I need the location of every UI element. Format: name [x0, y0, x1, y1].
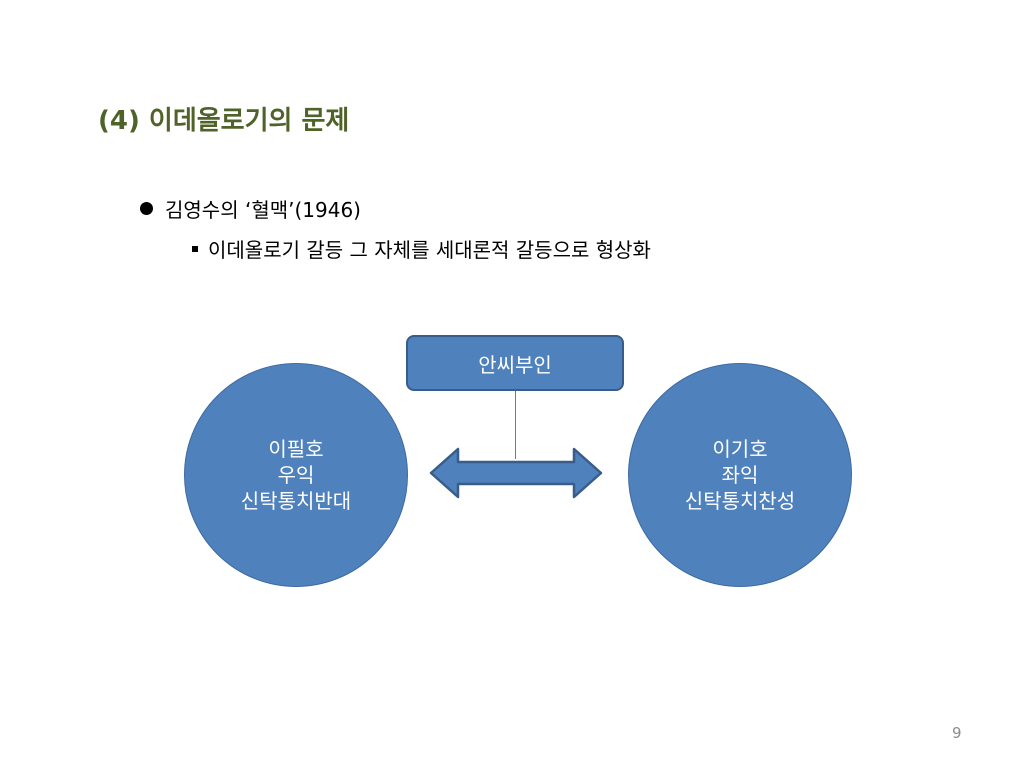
left-circle: 이필호 우익 신탁통치반대: [182, 361, 410, 589]
sub-bullet-text: 이데올로기 갈등 그 자체를 세대론적 갈등으로 형상화: [208, 238, 651, 262]
page-number: 9: [952, 724, 962, 742]
right-circle-name: 이기호: [712, 437, 768, 461]
bullet-square-icon: [192, 245, 198, 252]
bullet-text: 김영수의 ‘혈맥’(1946): [165, 198, 361, 222]
connector-line: [515, 391, 516, 459]
left-circle-name: 이필호: [268, 437, 324, 461]
double-arrow-icon: [429, 447, 603, 499]
left-circle-stance: 신탁통치반대: [240, 489, 352, 513]
center-box: 안씨부인: [406, 335, 624, 391]
bullet-item-level1: 김영수의 ‘혈맥’(1946): [140, 194, 361, 223]
left-circle-ideology: 우익: [277, 463, 315, 487]
slide-title: (4) 이데올로기의 문제: [98, 106, 350, 136]
right-circle-ideology: 좌익: [721, 463, 759, 487]
right-circle: 이기호 좌익 신탁통치찬성: [626, 361, 854, 589]
bullet-dot-icon: [140, 202, 153, 215]
right-circle-stance: 신탁통치찬성: [684, 489, 796, 513]
bullet-item-level2: 이데올로기 갈등 그 자체를 세대론적 갈등으로 형상화: [192, 234, 651, 263]
